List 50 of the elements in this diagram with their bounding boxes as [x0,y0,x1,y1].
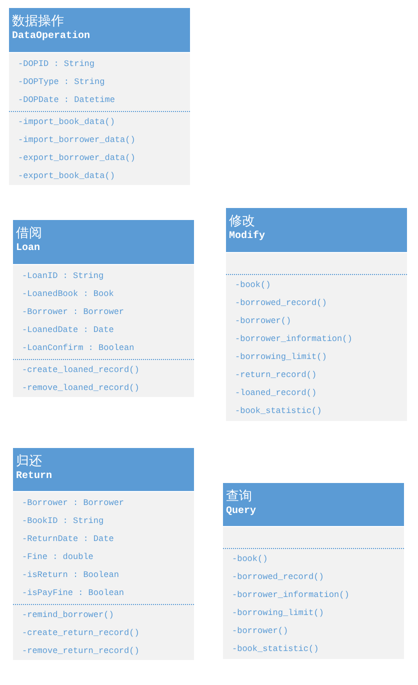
method-text: -import_book_data() [18,116,115,129]
method-text: -return_record() [235,369,317,382]
attribute-text: -DOPID : String [18,58,95,71]
attribute-text: -LoanID : String [22,270,104,283]
attribute-text: -DOPType : String [18,76,105,89]
method-text: -borrowed_record() [235,297,327,310]
method-text: -import_borrower_data() [18,134,136,147]
method-text: -book_statistic() [232,643,319,656]
method-text: -borrower_information() [232,589,350,602]
attribute-text: -isReturn : Boolean [22,569,119,582]
class-subtitle: Return [16,470,52,484]
class-subtitle: DataOperation [12,30,90,44]
method-text: -remove_loaned_record() [22,382,140,395]
method-text: -book() [232,553,268,566]
method-text: -create_return_record() [22,627,140,640]
method-text: -borrowing_limit() [235,351,327,364]
attribute-text: -Borrower : Borrower [22,497,124,510]
class-title: 归还 [16,454,42,470]
attribute-text: -Borrower : Borrower [22,306,124,319]
class-box [9,8,190,184]
class-title: 修改 [229,214,255,230]
attribute-text: -ReturnDate : Date [22,533,114,546]
attribute-text: -BookID : String [22,515,104,528]
attribute-text: -LoanedBook : Book [22,288,114,301]
class-subtitle: Modify [229,230,266,244]
attribute-text: -Fine : double [22,551,94,564]
method-text: -book_statistic() [235,405,322,418]
attribute-text: -isPayFine : Boolean [22,587,124,600]
attribute-text: -LoanConfirm : Boolean [22,342,134,355]
class-subtitle: Loan [16,242,40,256]
method-text: -remove_return_record() [22,645,140,658]
method-text: -loaned_record() [235,387,317,400]
class-box [223,483,404,659]
method-text: -create_loaned_record() [22,364,140,377]
method-text: -borrowed_record() [232,571,324,584]
attribute-text: -DOPDate : Datetime [18,94,115,107]
class-subtitle: Query [226,505,256,519]
class-title: 数据操作 [12,14,64,30]
method-text: -export_borrower_data() [18,152,136,165]
attribute-text: -LoanedDate : Date [22,324,114,337]
method-text: -borrower() [232,625,288,638]
method-text: -book() [235,279,271,292]
class-title: 查询 [226,489,252,505]
method-text: -borrower() [235,315,292,328]
method-text: -borrower_information() [235,333,352,346]
class-title: 借阅 [16,226,42,242]
method-text: -remind_borrower() [22,609,114,622]
class-box [226,208,407,421]
method-text: -borrowing_limit() [232,607,324,620]
method-text: -export_book_data() [18,170,115,183]
